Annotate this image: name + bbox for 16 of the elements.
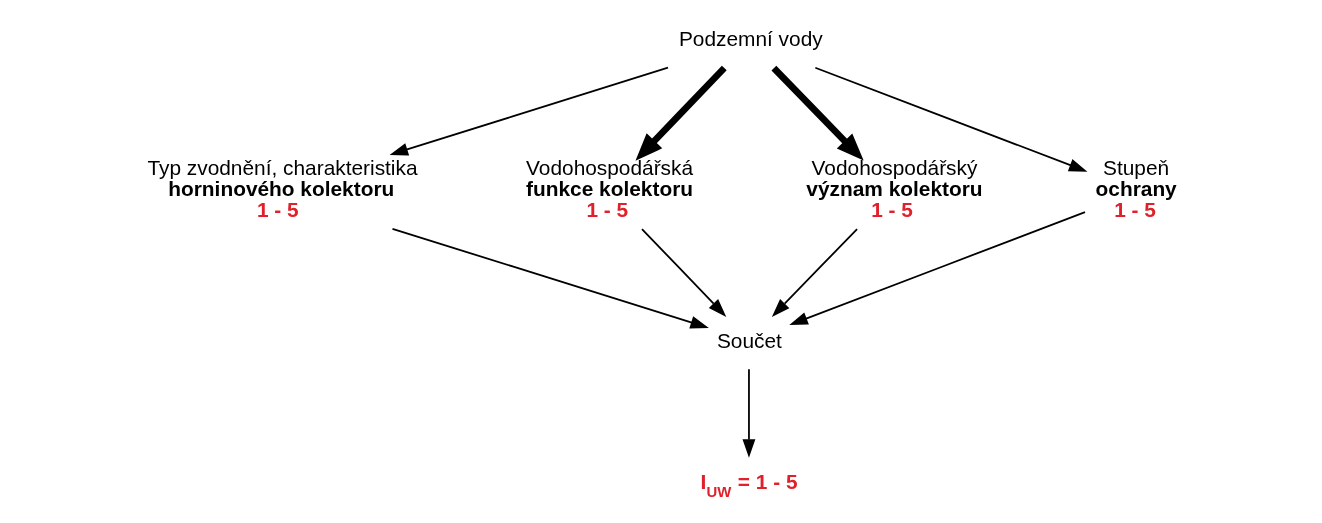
arrow — [771, 65, 864, 161]
arrow — [635, 65, 727, 161]
node-text: Vodohospodářská funkce kolektoru 1 - 5 — [526, 156, 694, 222]
arrow — [771, 228, 858, 317]
node-text: Typ zvodnění, charakteristika horninového kolektoru 1 - 5 — [147, 156, 418, 222]
arrow — [389, 66, 669, 156]
node-text: I$_{UW}$ = 1 - 5 — [700, 470, 798, 500]
node-text: Vodohospodářský význam kolektoru 1 - 5 — [806, 156, 983, 222]
arrow — [641, 228, 727, 317]
arrow — [789, 211, 1086, 326]
node-text: Podzemní vody — [678, 27, 823, 51]
node-text: Stupeň ochrany 1 - 5 — [1095, 156, 1177, 222]
node-text: Součet — [716, 328, 782, 352]
arrow — [742, 368, 756, 458]
arrow — [391, 227, 709, 329]
arrow — [814, 66, 1088, 172]
